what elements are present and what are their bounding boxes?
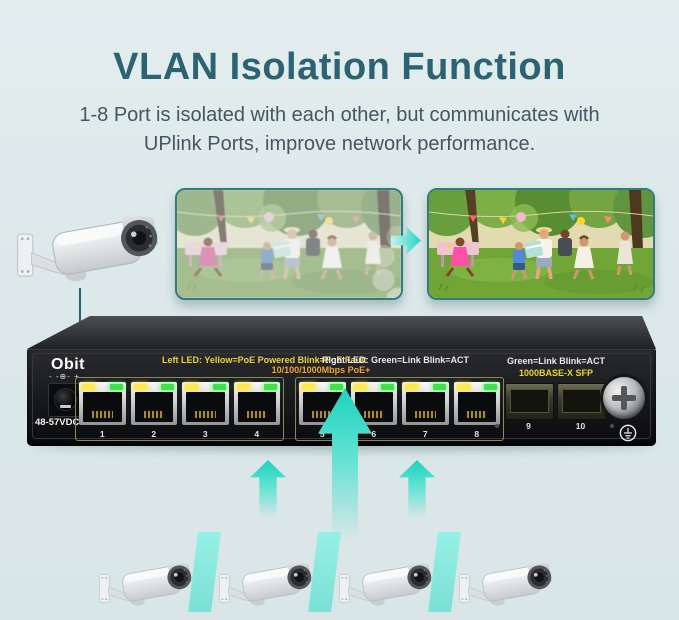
- party-photo: [429, 190, 653, 298]
- subtitle-line-2: UPlink Ports, improve network performanc…: [143, 133, 536, 155]
- camera-cable-line: [79, 288, 81, 332]
- sfp-port-number: 10: [575, 421, 586, 431]
- smooth-video-frame: [427, 188, 655, 300]
- port-number: 8: [474, 429, 480, 439]
- port-number: 4: [254, 429, 260, 439]
- rj45-port-3: [182, 382, 229, 425]
- link-led-icon: [329, 384, 343, 390]
- power-rating-label: 48-57VDC: [35, 417, 80, 428]
- sfp-led-legend: Green=Link Blink=ACT: [506, 356, 606, 366]
- poe-led-icon: [302, 384, 315, 390]
- port-number-row: 1 2 3 4: [76, 429, 283, 439]
- poe-led-icon: [353, 384, 367, 390]
- port-number: 3: [202, 429, 208, 439]
- port-number: 5: [319, 429, 325, 439]
- haze-overlay: [177, 190, 401, 298]
- loading-spinner-icon: [372, 225, 401, 298]
- ip-camera-icon: [97, 547, 197, 620]
- rj45-port-2: [130, 382, 177, 425]
- panel-screw-dot: [610, 424, 614, 428]
- link-led-icon: [161, 384, 174, 390]
- right-led-legend: Right LED: Green=Link Blink=ACT: [322, 355, 470, 365]
- page-title: VLAN Isolation Function: [113, 46, 566, 88]
- subtitle-line-1: 1-8 Port is isolated with each other, bu…: [79, 104, 600, 126]
- left-led-legend: Left LED: Yellow=PoE Powered Blink=PoE F…: [162, 355, 367, 365]
- link-led-icon: [109, 384, 123, 390]
- ip-camera-icon: [457, 547, 557, 620]
- uplink-arrow-icon: [250, 460, 286, 518]
- poe-led-icon: [185, 384, 198, 390]
- poe-led-icon: [456, 384, 470, 390]
- link-led-icon: [381, 384, 394, 390]
- link-led-icon: [264, 384, 277, 390]
- security-camera-icon: [14, 192, 166, 303]
- rj45-port-7: [402, 382, 449, 425]
- switch-top-face: [27, 316, 656, 349]
- ground-terminal-icon: [619, 424, 637, 442]
- port-number: 6: [371, 429, 377, 439]
- port-number-row: 5 6 7 8: [296, 429, 503, 439]
- poe-led-icon: [405, 384, 418, 390]
- link-led-icon: [212, 384, 226, 390]
- link-led-icon: [432, 384, 446, 390]
- ip-camera-icon: [337, 547, 437, 620]
- rj45-jack: [457, 392, 496, 422]
- port-number: 7: [422, 429, 428, 439]
- uplink-arrow-icon: [399, 460, 435, 518]
- poe-switch: Obit - -⊕- + 48-57VDC Left LED: Yellow=P…: [27, 316, 656, 446]
- rj45-jack: [406, 392, 445, 422]
- rj45-port-4: [233, 382, 280, 425]
- port-number: 2: [151, 429, 157, 439]
- sfp-port-number: 9: [526, 421, 531, 431]
- page-subtitle: 1-8 Port is isolated with each other, bu…: [0, 101, 679, 159]
- brand-logo: Obit: [51, 356, 85, 373]
- rj45-jack: [83, 392, 122, 422]
- sfp-port-10: [557, 383, 606, 420]
- ip-camera-icon: [217, 547, 317, 620]
- poe-speed-label: 10/100/1000Mbps PoE+: [271, 365, 371, 375]
- rj45-jack: [186, 392, 225, 422]
- lagging-video-frame: [175, 188, 403, 300]
- poe-led-icon: [82, 384, 95, 390]
- poe-led-icon: [236, 384, 250, 390]
- chassis-screw-icon: [603, 377, 645, 419]
- port-number: 1: [99, 429, 105, 439]
- port-group-1-4: 1 2 3 4: [75, 377, 284, 441]
- sfp-type-label: 1000BASE-X SFP: [518, 368, 594, 378]
- rj45-jack: [134, 392, 173, 422]
- dc-polarity-mark: - -⊕- +: [49, 372, 80, 381]
- poe-led-icon: [133, 384, 147, 390]
- sfp-port-9: [505, 383, 554, 420]
- dc-power-jack: [48, 383, 84, 417]
- link-led-icon: [484, 384, 497, 390]
- rj45-port-1: [79, 382, 126, 425]
- rj45-jack: [237, 392, 276, 422]
- rj45-port-8: [453, 382, 500, 425]
- panel-screw-dot: [495, 424, 499, 428]
